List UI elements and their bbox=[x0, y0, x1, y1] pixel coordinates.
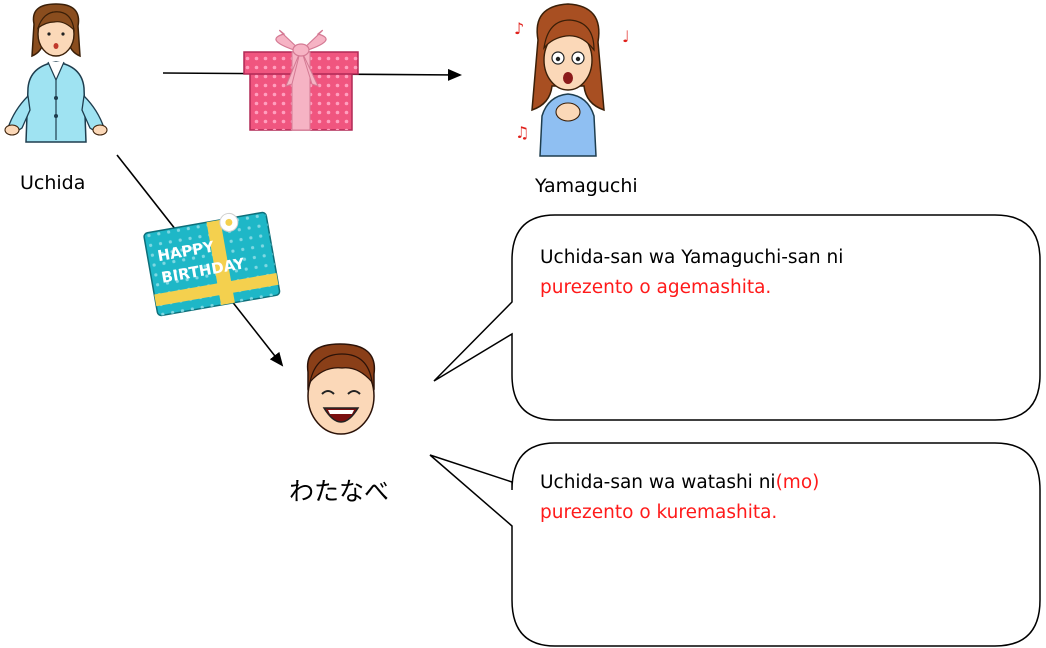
watanabe-figure bbox=[306, 343, 376, 435]
speech-bubble-1-text: Uchida-san wa Yamaguchi-san ni purezento… bbox=[540, 243, 843, 303]
birthday-card-icon: HAPPY BIRTHDAY bbox=[143, 211, 281, 317]
svg-text:♩: ♩ bbox=[622, 27, 630, 46]
bubble-1-line2: purezento o agemashita. bbox=[540, 277, 772, 298]
uchida-figure bbox=[4, 3, 108, 143]
bubble-1-line1: Uchida-san wa Yamaguchi-san ni bbox=[540, 247, 844, 268]
speech-bubble-1 bbox=[433, 214, 1041, 421]
watanabe-label: わたなべ bbox=[289, 477, 390, 506]
speech-bubble-2-text: Uchida-san wa watashi ni(mo) purezento o… bbox=[540, 468, 819, 528]
bubble-2-line2: purezento o kuremashita. bbox=[540, 502, 778, 523]
bubble-2-line1-emphasis: (mo) bbox=[775, 472, 820, 493]
bubble-2-line1: Uchida-san wa watashi ni(mo) bbox=[540, 468, 819, 498]
yamaguchi-label: Yamaguchi bbox=[535, 175, 638, 197]
yamaguchi-figure: ♪ ♩ ♫ bbox=[514, 3, 630, 157]
uchida-label: Uchida bbox=[20, 172, 86, 194]
speech-bubble-2 bbox=[429, 442, 1041, 647]
gift-box-icon bbox=[243, 29, 359, 131]
svg-text:♫: ♫ bbox=[515, 123, 529, 142]
bubble-2-line1-prefix: Uchida-san wa watashi ni bbox=[540, 472, 776, 493]
svg-text:♪: ♪ bbox=[514, 19, 524, 38]
